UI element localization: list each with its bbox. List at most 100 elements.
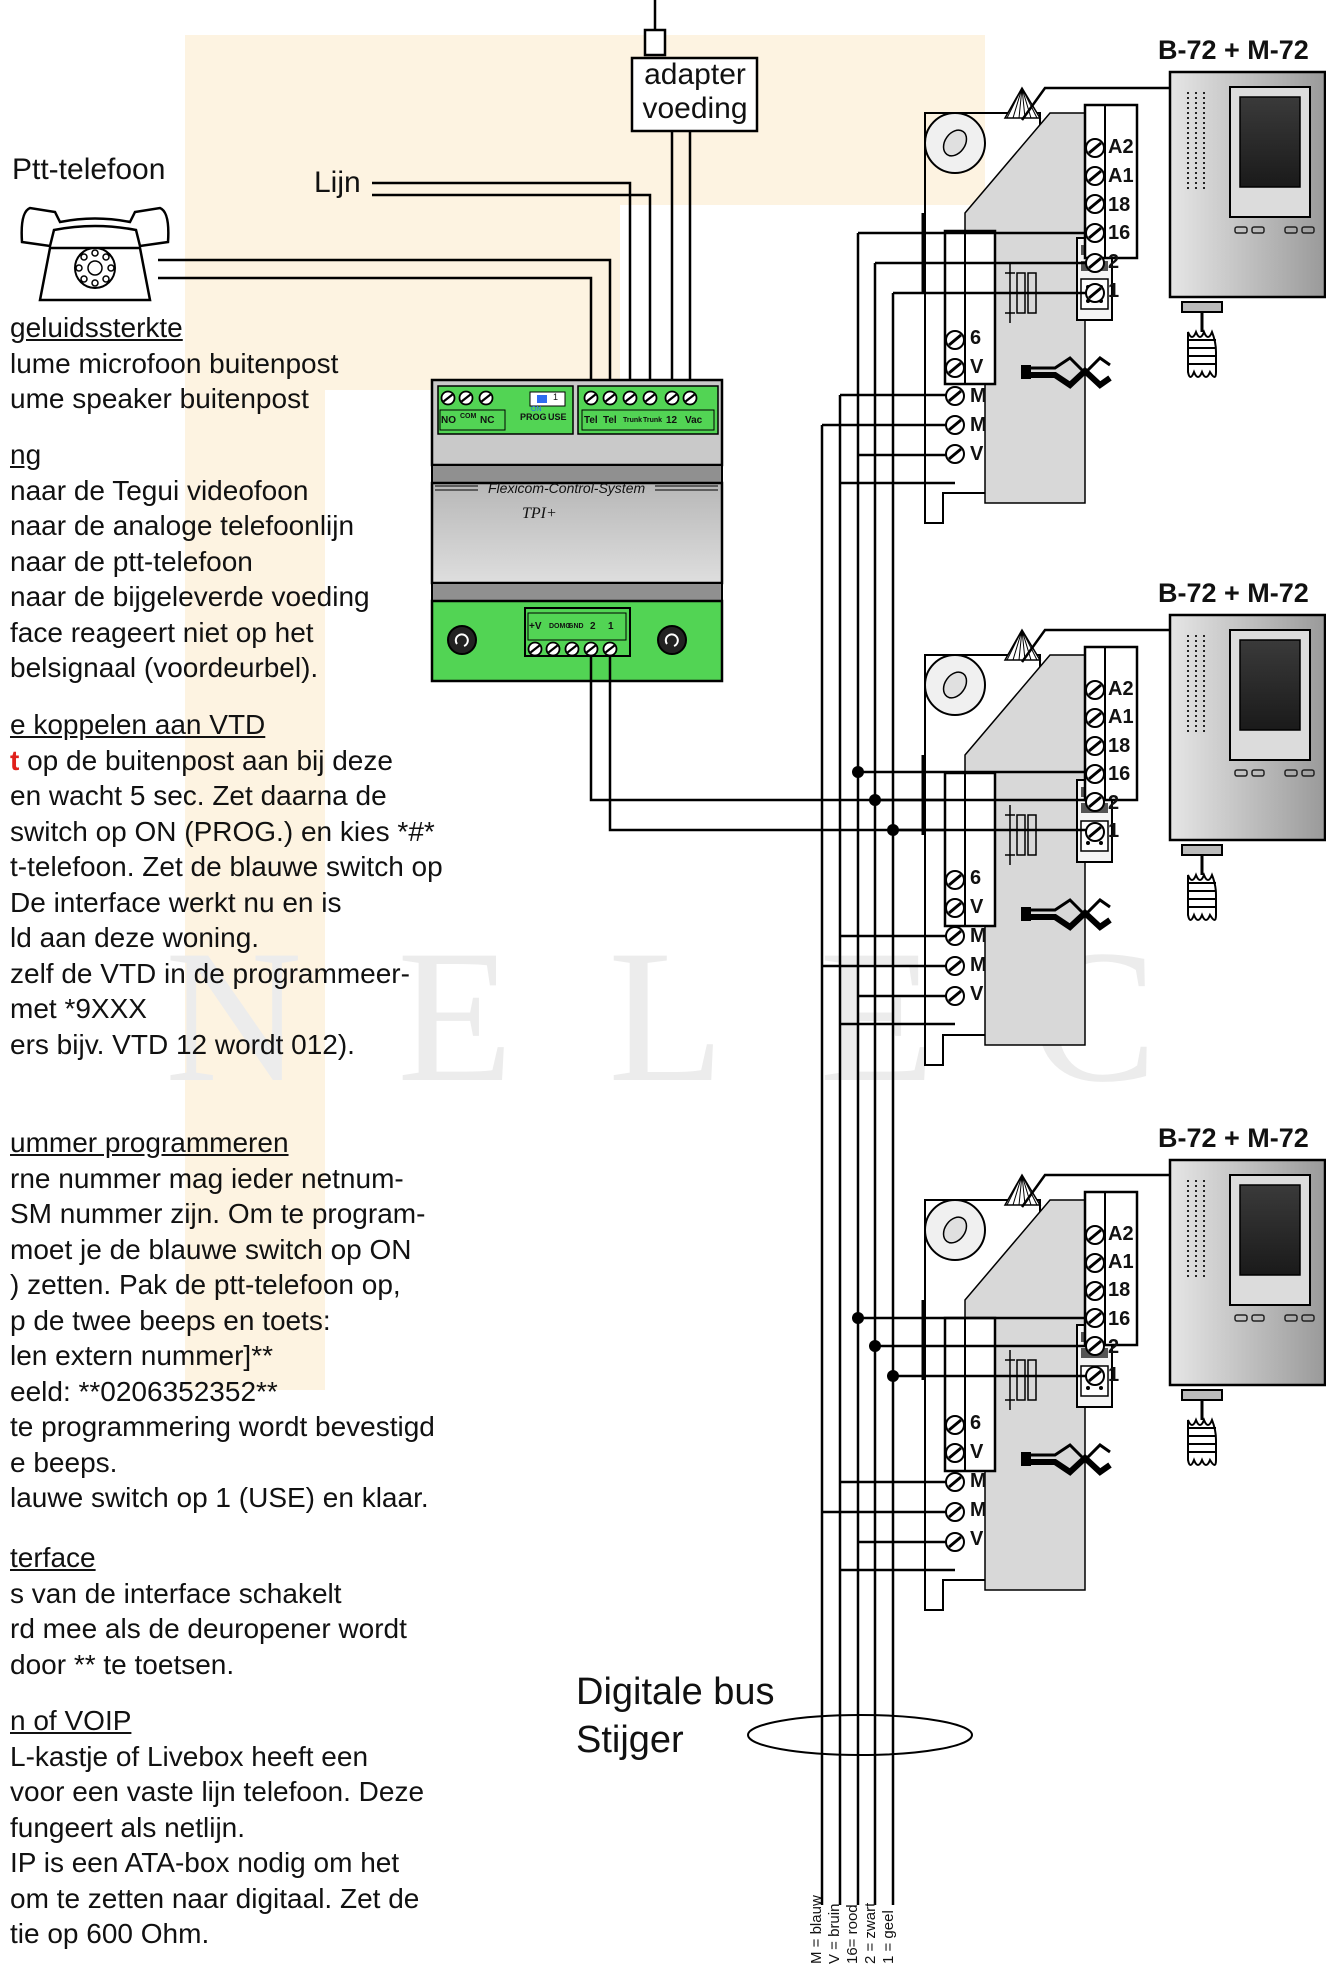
- text-line: naar de bijgeleverde voeding: [10, 581, 370, 612]
- text-line: te programmering wordt bevestigd: [10, 1411, 435, 1442]
- section-interface: terface s van de interface schakelt rd m…: [0, 1540, 407, 1682]
- terminal-label-2: 2: [1108, 791, 1120, 814]
- text-line: t op de buitenpost aan bij deze: [0, 743, 443, 779]
- text-line: ld aan deze woning.: [10, 922, 260, 953]
- ptt-phone-label: Ptt-telefoon: [12, 153, 166, 186]
- text-line: naar de Tegui videofoon: [10, 474, 309, 506]
- section-voip: n of VOIP L-kastje of Livebox heeft een …: [0, 1703, 424, 1952]
- text-fragment: op de buitenpost aan bij deze: [19, 744, 393, 776]
- terminal-label-v: V: [970, 983, 984, 1005]
- terminal-label-1: 1: [1108, 820, 1120, 843]
- terminal-label-trunk-2: Trunk: [643, 417, 663, 424]
- terminal-labels-bottom-2: 6 V M M V: [970, 864, 995, 1009]
- text-line: face reageert niet op het: [10, 616, 314, 648]
- terminal-label-v: V: [970, 896, 984, 918]
- terminal-label-v: V: [970, 1441, 984, 1463]
- section-vtd-heading: e koppelen aan VTD: [10, 709, 266, 740]
- text-line: naar de ptt-telefoon: [10, 545, 253, 577]
- section-connection-heading: ng: [10, 439, 42, 470]
- text-line: rne nummer mag ieder netnum-: [10, 1162, 404, 1194]
- bus-label-line-1: Digitale bus: [576, 1671, 775, 1713]
- terminal-label-a2: A2: [1108, 1223, 1134, 1245]
- terminal-label-m: M: [970, 1499, 987, 1521]
- text-line: eeld: **0206352352**: [10, 1375, 278, 1407]
- switch-use-label: USE: [548, 412, 567, 422]
- wire-legend: M = blauw V = bruin 16= rood 2 = zwart 1…: [808, 1854, 908, 1964]
- section-interface-heading: terface: [10, 1542, 96, 1573]
- adapter-line-2: voeding: [642, 92, 748, 125]
- terminal-label-v: V: [970, 356, 984, 378]
- panel-label-3: B-72 + M-72: [1158, 1123, 1309, 1153]
- text-line: lume microfoon buitenpost: [10, 347, 339, 379]
- terminal-label-16: 16: [1108, 1307, 1131, 1330]
- terminal-label-m: M: [970, 385, 987, 407]
- terminal-label-6: 6: [970, 867, 982, 889]
- terminal-label-a1: A1: [1108, 1251, 1134, 1274]
- wire-legend-item: 2 = zwart: [862, 1902, 879, 1964]
- terminal-label-18: 18: [1108, 1279, 1131, 1302]
- section-volume: geluidssterkte lume microfoon buitenpost…: [0, 310, 338, 417]
- text-line: zelf de VTD in de programmeer-: [10, 957, 410, 989]
- terminal-label-tel-1: Tel: [584, 415, 598, 426]
- terminal-label-m: M: [970, 925, 987, 947]
- bus-bundle-ellipse: [747, 1714, 973, 1756]
- terminal-label-a1: A1: [1108, 706, 1134, 729]
- terminal-label-vac: Vac: [685, 415, 703, 426]
- terminal-labels-bottom-3: 6 V M M V: [970, 1409, 995, 1554]
- adapter-line-1: adapter: [644, 58, 746, 91]
- terminal-labels-top-3: A2 A1 18 16 2 1: [1108, 1220, 1148, 1389]
- text-line: voor een vaste lijn telefoon. Deze: [10, 1776, 425, 1807]
- terminal-label-2: 2: [1108, 1335, 1120, 1358]
- terminal-label-gnd: GND: [568, 623, 584, 630]
- text-line: SM nummer zijn. Om te program-: [10, 1198, 426, 1229]
- bus-riser: [820, 233, 895, 1905]
- terminal-label-2: 2: [590, 621, 596, 632]
- text-line: ers bijv. VTD 12 wordt 012).: [10, 1028, 355, 1060]
- terminal-label-6: 6: [970, 1412, 982, 1434]
- terminal-label-a1: A1: [1108, 164, 1134, 187]
- panel-label-2: B-72 + M-72: [1158, 578, 1309, 608]
- interface-model: TPI+: [522, 505, 557, 522]
- highlight-red: t: [10, 744, 20, 776]
- section-volume-heading: geluidssterkte: [10, 312, 183, 343]
- terminal-labels-top-2: A2 A1 18 16 2 1: [1108, 675, 1148, 845]
- terminal-label-domo: DOMO: [549, 623, 571, 630]
- terminal-label-plus-v: +V: [529, 621, 542, 632]
- text-line: s van de interface schakelt: [10, 1577, 342, 1609]
- terminal-label-a2: A2: [1108, 136, 1134, 158]
- terminal-label-18: 18: [1108, 734, 1131, 757]
- terminal-label-m: M: [970, 1470, 987, 1492]
- adapter-box: [630, 0, 759, 133]
- terminal-label-1: 1: [1108, 279, 1120, 302]
- text-line: naar de analoge telefoonlijn: [10, 510, 355, 541]
- text-line: belsignaal (voordeurbel).: [10, 652, 319, 683]
- text-line: lauwe switch op 1 (USE) en klaar.: [10, 1482, 429, 1513]
- text-line: De interface werkt nu en is: [10, 886, 342, 918]
- adapter-label: adapter voeding: [636, 58, 754, 126]
- terminal-label-2: 2: [1108, 251, 1120, 274]
- text-line: rd mee als de deuropener wordt: [10, 1613, 407, 1644]
- switch-prog-label: PROG: [520, 412, 547, 422]
- text-line: switch op ON (PROG.) en kies *#*: [10, 815, 435, 847]
- text-line: fungeert als netlijn.: [10, 1811, 246, 1843]
- text-line: IP is een ATA-box nodig om het: [10, 1847, 400, 1878]
- terminal-label-trunk-1: Trunk: [623, 417, 643, 424]
- switch-1-label: 1: [553, 392, 559, 402]
- text-line: ) zetten. Pak de ptt-telefoon op,: [10, 1269, 401, 1300]
- text-line: t-telefoon. Zet de blauwe switch op: [10, 851, 443, 882]
- terminal-label-v: V: [970, 443, 984, 465]
- terminal-label-no: NO: [441, 415, 456, 426]
- section-connection: ng naar de Tegui videofoon naar de analo…: [0, 437, 370, 686]
- interface-brand: Flexicom-Control-System: [488, 480, 646, 496]
- wire-legend-item: M = blauw: [808, 1895, 825, 1964]
- section-vtd: e koppelen aan VTD t op de buitenpost aa…: [0, 707, 443, 1062]
- text-line: door ** te toetsen.: [10, 1648, 235, 1680]
- text-line: moet je de blauwe switch op ON: [10, 1233, 412, 1265]
- bus-label-line-2: Stijger: [576, 1719, 684, 1761]
- telephone-icon: [20, 206, 170, 302]
- input-wires: [158, 131, 692, 392]
- terminal-label-m: M: [970, 954, 987, 976]
- terminal-label-v: V: [970, 1528, 984, 1550]
- text-line: e beeps.: [10, 1446, 118, 1478]
